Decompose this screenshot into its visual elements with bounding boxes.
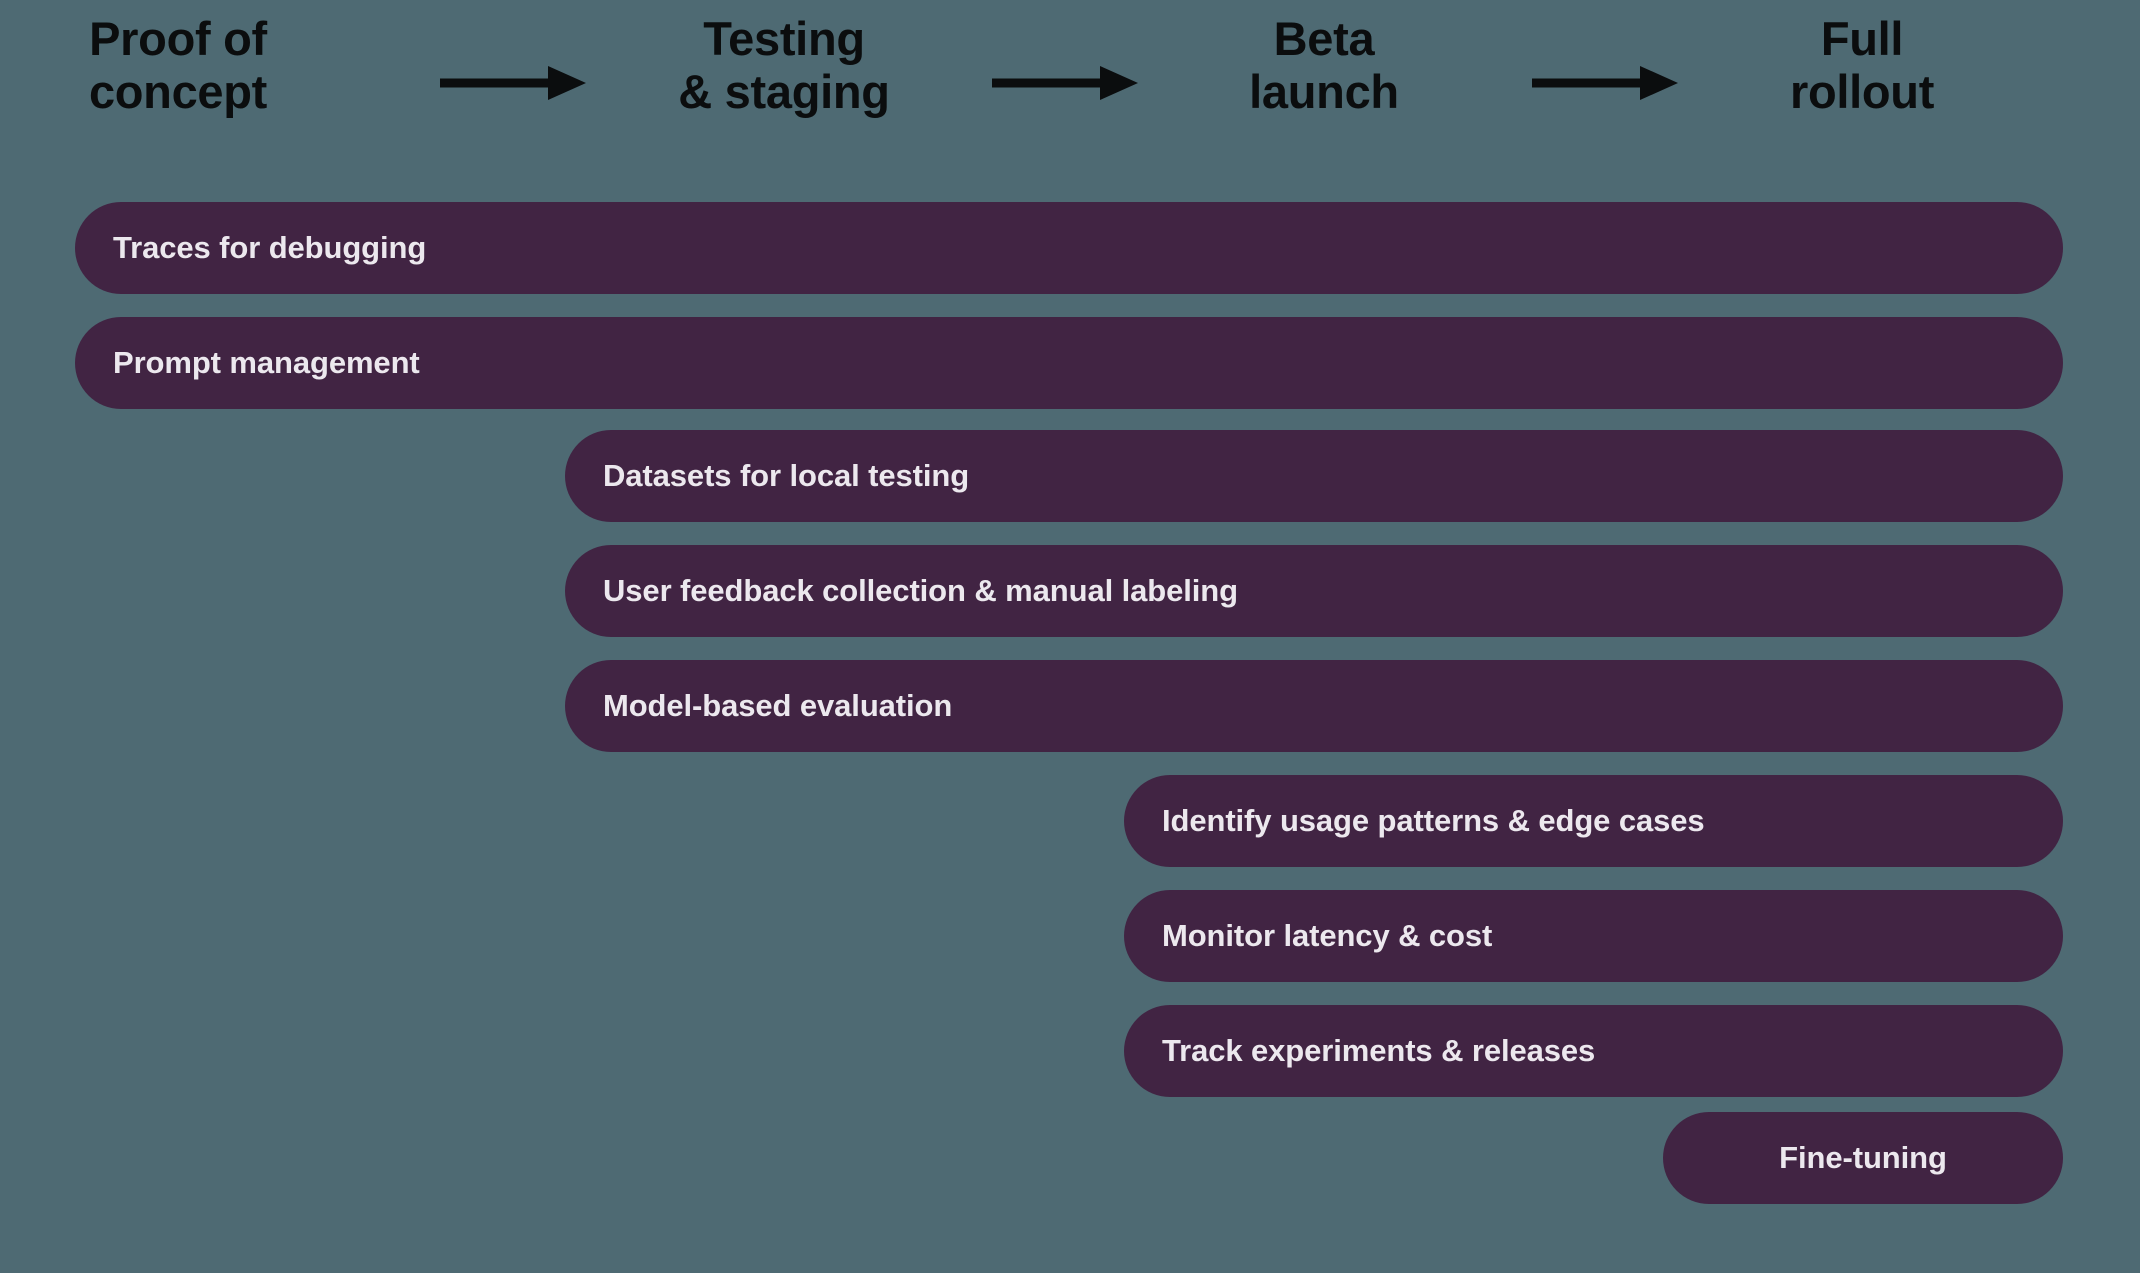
capability-bar-user-feedback-collection[interactable]: User feedback collection & manual labeli… — [565, 545, 2063, 637]
capability-bar-fine-tuning[interactable]: Fine-tuning — [1663, 1112, 2063, 1204]
capability-bar-label: Traces for debugging — [113, 230, 427, 265]
arrow-right-icon-1 — [438, 62, 588, 104]
capability-bar-track-experiments-and-releases[interactable]: Track experiments & releases — [1124, 1005, 2063, 1097]
capability-bar-label: Monitor latency & cost — [1162, 918, 1493, 953]
capability-bar-label: Track experiments & releases — [1162, 1033, 1596, 1068]
capability-bar-prompt-management[interactable]: Prompt management — [75, 317, 2063, 409]
arrow-right-icon-3 — [1530, 62, 1680, 104]
stage-label-testing-and-staging: Testing & staging — [678, 12, 890, 119]
capability-bar-label: User feedback collection & manual labeli… — [603, 573, 1238, 608]
capability-bar-label: Datasets for local testing — [603, 458, 970, 493]
capability-bar-model-based-evaluation[interactable]: Model-based evaluation — [565, 660, 2063, 752]
stage-label-proof-of-concept: Proof of concept — [88, 12, 268, 119]
arrow-right-icon-2 — [990, 62, 1140, 104]
stage-header-row: Proof of concept Testing & staging Beta … — [0, 0, 2140, 160]
stage-label-full-rollout: Full rollout — [1789, 12, 1935, 119]
capability-bar-label: Model-based evaluation — [603, 688, 953, 723]
capability-bar-monitor-latency-and-cost[interactable]: Monitor latency & cost — [1124, 890, 2063, 982]
capability-bar-label: Fine-tuning — [1779, 1140, 1947, 1175]
capability-bar-traces-for-debugging[interactable]: Traces for debugging — [75, 202, 2063, 294]
capability-bar-datasets-for-local-testing[interactable]: Datasets for local testing — [565, 430, 2063, 522]
stage-label-beta-launch: Beta launch — [1249, 12, 1399, 119]
capability-bar-label: Identify usage patterns & edge cases — [1162, 803, 1705, 838]
capability-bar-identify-usage-patterns[interactable]: Identify usage patterns & edge cases — [1124, 775, 2063, 867]
capability-bar-label: Prompt management — [113, 345, 420, 380]
